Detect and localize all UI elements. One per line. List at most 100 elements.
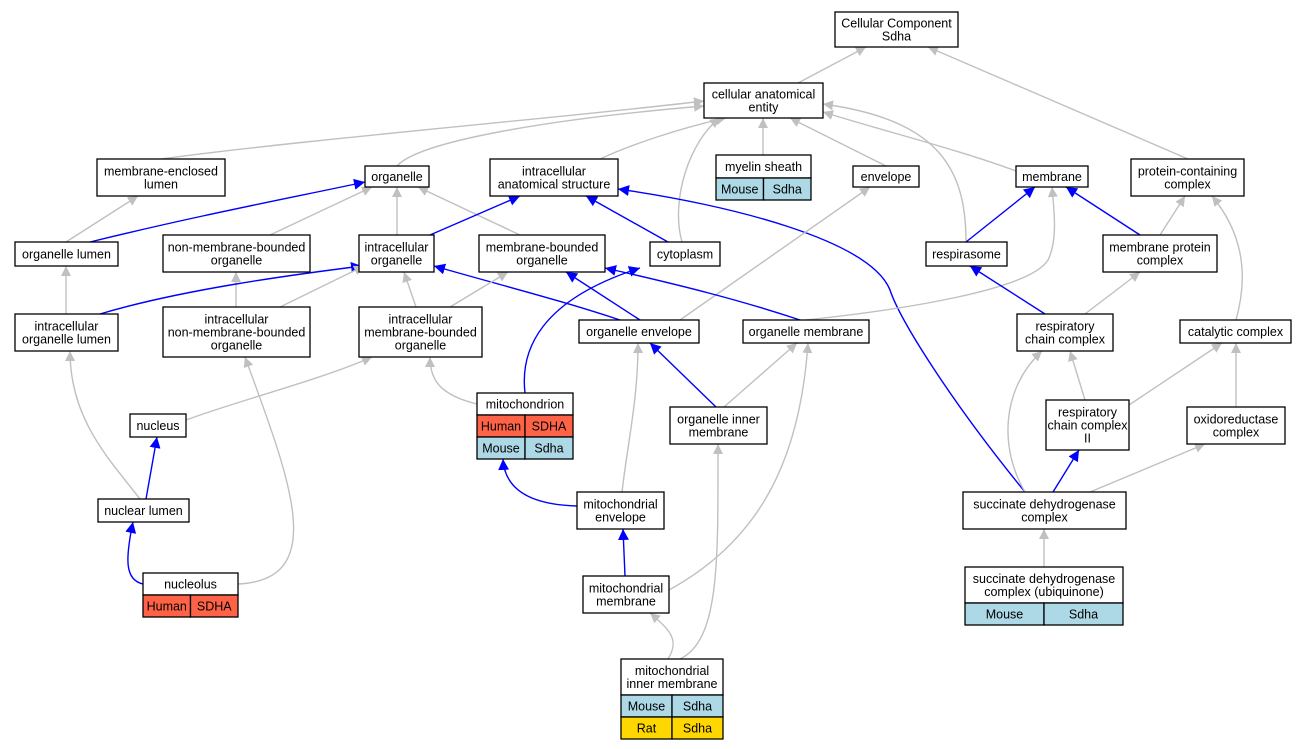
node-box [852, 165, 920, 188]
edge-nmbo-to-org [269, 186, 373, 236]
node-label: catalytic complex [1188, 325, 1284, 339]
node-label: lumen [144, 178, 178, 192]
edge-sdc-to-ias [617, 185, 1026, 493]
edge-mito-to-cyt [523, 266, 641, 394]
node-label: nuclear lumen [104, 504, 183, 518]
node-box [1102, 234, 1218, 273]
node-label: organelle [395, 339, 446, 353]
node-env[interactable]: envelope [852, 165, 920, 188]
node-label: oxidoreductase [1194, 413, 1279, 427]
edge-rcc2-to-cat [1128, 342, 1223, 406]
gene-label: Sdha [1069, 608, 1098, 622]
edge-oenv-to-mbo [565, 271, 641, 321]
edge-rcc-to-mpc [1084, 271, 1141, 315]
annotation-cell [1043, 602, 1124, 626]
species-label: Mouse [986, 608, 1024, 622]
species-label: Human [147, 600, 187, 614]
node-omem[interactable]: organelle membrane [742, 319, 870, 344]
edge-rcc2-to-rcc [1068, 350, 1086, 401]
node-label: organelle lumen [22, 333, 111, 347]
node-box [1179, 319, 1292, 344]
edge-oim-to-oenv [649, 342, 717, 408]
edge-omem-to-mbo [604, 265, 801, 321]
node-olu[interactable]: organelle lumen [14, 241, 119, 267]
node-label: intracellular [35, 320, 99, 334]
edge-olu-to-org [89, 178, 366, 243]
node-label: organelle membrane [749, 325, 864, 339]
node-label: complex [1137, 254, 1184, 268]
edges-layer [61, 46, 1243, 660]
node-mem[interactable]: membrane [1015, 165, 1089, 188]
node-oenv[interactable]: organelle envelope [578, 319, 700, 344]
node-org[interactable]: organelle [364, 165, 430, 188]
node-cat[interactable]: catalytic complex [1179, 319, 1292, 344]
node-label: organelle envelope [586, 325, 692, 339]
species-label: Mouse [721, 183, 759, 197]
gene-label: Sdha [683, 722, 712, 736]
edge-rsp-to-mem [965, 186, 1036, 243]
edge-nucl-to-inmbo [237, 356, 295, 585]
node-box [358, 306, 483, 358]
gene-label: SDHA [532, 420, 567, 434]
node-label: non-membrane-bounded [168, 326, 306, 340]
node-box [162, 306, 311, 358]
edge-menv-to-mito [498, 458, 578, 507]
edge-iol-to-io [99, 261, 363, 315]
edge-org-to-cae [396, 101, 705, 167]
node-nlu[interactable]: nuclear lumen [97, 498, 190, 523]
node-cyt[interactable]: cytoplasm [649, 241, 721, 267]
node-label: chain complex [1048, 419, 1129, 433]
node-box [834, 11, 959, 48]
node-label: nucleolus [164, 578, 217, 592]
edge-mbo-to-org [417, 186, 521, 236]
node-label: organelle [371, 170, 422, 184]
node-box [578, 319, 700, 344]
node-label: organelle [371, 254, 422, 268]
node-label: inner membrane [626, 677, 717, 691]
edge-sdc-to-rcc2 [1052, 449, 1080, 493]
node-label: envelope [595, 511, 646, 525]
node-nuc[interactable]: nucleus [129, 413, 187, 438]
node-label: chain complex [1025, 333, 1106, 347]
node-rsp[interactable]: respirasome [925, 241, 1008, 267]
gene-label: Sdha [683, 700, 712, 714]
node-label: mitochondrial [583, 498, 657, 512]
species-label: Rat [637, 722, 657, 736]
node-label: mitochondrion [486, 398, 565, 412]
edge-ias-to-cae [599, 115, 727, 160]
node-label: organelle [211, 339, 262, 353]
node-box [1130, 158, 1245, 197]
node-label: myelin sheath [725, 160, 802, 174]
node-label: organelle lumen [22, 248, 111, 262]
node-inmbo[interactable]: intracellularnon-membrane-boundedorganel… [162, 306, 311, 358]
edge-inmbo-to-io [279, 265, 365, 308]
node-label: intracellular [389, 313, 453, 327]
edge-sdc-to-rcc [1007, 350, 1043, 493]
node-box [478, 234, 606, 273]
node-box [925, 241, 1008, 267]
